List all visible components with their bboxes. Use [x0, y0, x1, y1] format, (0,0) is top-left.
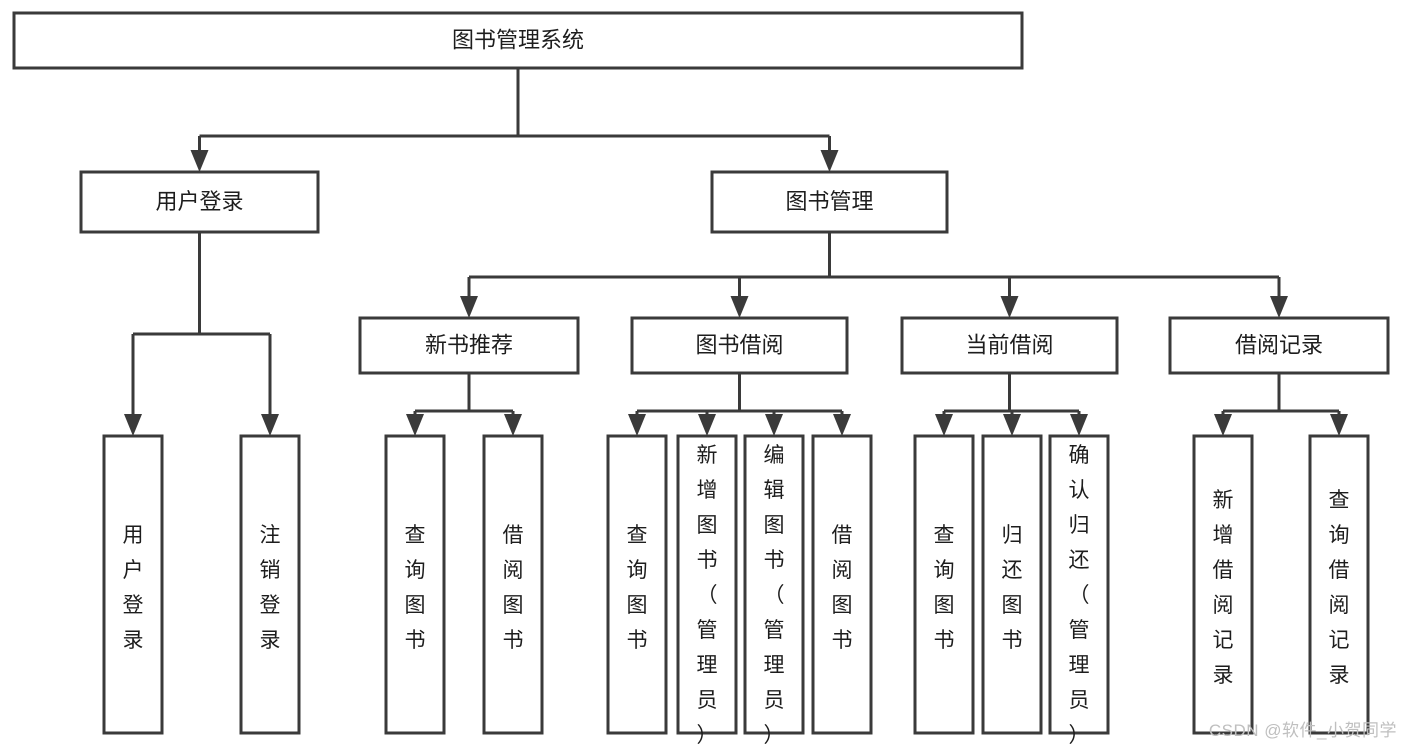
- node-label-user-login: 用户登录: [155, 189, 243, 214]
- node-leaf-edit-book[interactable]: 编辑图书（管理员）: [743, 434, 805, 747]
- node-leaf-borrow-book-rec[interactable]: 借阅图书: [482, 434, 544, 735]
- node-box-new-book-recommend: [358, 316, 580, 375]
- node-label-leaf-confirm-return: 确认归还（管理员）: [1069, 444, 1090, 747]
- node-label-leaf-query-book-borrow: 查询图书: [627, 524, 648, 652]
- node-label-root: 图书管理系统: [452, 27, 584, 52]
- node-box-leaf-borrow-book-rec: [482, 434, 544, 735]
- node-box-leaf-query-book-rec: [384, 434, 446, 735]
- node-leaf-query-book-borrow[interactable]: 查询图书: [606, 434, 668, 735]
- arrow-head-icon-leaf-query-book-rec: [406, 414, 424, 436]
- node-label-leaf-query-book-rec: 查询图书: [405, 524, 426, 652]
- node-boxes-group: 图书管理系统用户登录图书管理新书推荐图书借阅当前借阅借阅记录用户登录注销登录查询…: [12, 11, 1390, 747]
- node-label-leaf-add-book: 新增图书（管理员）: [697, 444, 718, 747]
- node-box-leaf-borrow-book: [811, 434, 873, 735]
- node-label-new-book-recommend: 新书推荐: [425, 332, 513, 357]
- node-label-borrow-record: 借阅记录: [1235, 332, 1323, 357]
- node-box-current-borrow: [900, 316, 1119, 375]
- node-label-leaf-logout: 注销登录: [260, 524, 281, 652]
- node-box-leaf-query-book-borrow: [606, 434, 668, 735]
- node-box-borrow-record: [1168, 316, 1390, 375]
- node-leaf-user-login[interactable]: 用户登录: [102, 434, 164, 735]
- node-box-leaf-return-book: [981, 434, 1043, 735]
- node-label-leaf-edit-book: 编辑图书（管理员）: [764, 444, 785, 747]
- arrow-head-icon-current-borrow: [1000, 296, 1019, 318]
- arrow-head-icon-book-borrow: [730, 296, 749, 318]
- arrow-head-icon-leaf-borrow-book-rec: [504, 414, 522, 436]
- arrow-head-icon-new-book-recommend: [460, 296, 478, 318]
- node-leaf-logout[interactable]: 注销登录: [239, 434, 301, 735]
- node-label-current-borrow: 当前借阅: [965, 332, 1053, 357]
- node-current-borrow[interactable]: 当前借阅: [900, 316, 1119, 375]
- node-box-book-manage: [710, 170, 949, 234]
- node-label-leaf-user-login: 用户登录: [123, 524, 144, 652]
- node-label-leaf-add-record: 新增借阅记录: [1213, 489, 1234, 687]
- arrow-head-icon-leaf-edit-book: [765, 414, 783, 436]
- node-box-root: [12, 11, 1024, 70]
- arrow-head-icon-leaf-add-book: [698, 414, 716, 436]
- node-new-book-recommend[interactable]: 新书推荐: [358, 316, 580, 375]
- node-label-book-manage: 图书管理: [785, 189, 873, 214]
- arrow-head-icon-leaf-return-book: [1003, 414, 1021, 436]
- arrow-head-icon-leaf-add-record: [1214, 414, 1232, 436]
- node-leaf-query-book-rec[interactable]: 查询图书: [384, 434, 446, 735]
- node-box-leaf-edit-book: [743, 434, 805, 735]
- arrow-head-icon-book-manage: [820, 150, 839, 172]
- node-label-leaf-query-record: 查询借阅记录: [1329, 489, 1350, 687]
- node-book-borrow[interactable]: 图书借阅: [630, 316, 849, 375]
- node-box-leaf-query-record: [1308, 434, 1370, 735]
- node-leaf-query-record[interactable]: 查询借阅记录: [1308, 434, 1370, 735]
- arrow-head-icon-leaf-user-login: [124, 414, 142, 436]
- node-label-leaf-borrow-book: 借阅图书: [832, 524, 853, 652]
- node-box-leaf-user-login: [102, 434, 164, 735]
- node-leaf-add-book[interactable]: 新增图书（管理员）: [676, 434, 738, 747]
- arrow-head-icon-leaf-query-book-current: [935, 414, 953, 436]
- node-box-user-login: [79, 170, 320, 234]
- arrow-head-icon-leaf-confirm-return: [1070, 414, 1088, 436]
- node-box-leaf-add-record: [1192, 434, 1254, 735]
- node-label-book-borrow: 图书借阅: [695, 332, 783, 357]
- node-user-login[interactable]: 用户登录: [79, 170, 320, 234]
- node-leaf-borrow-book[interactable]: 借阅图书: [811, 434, 873, 735]
- node-box-leaf-add-book: [676, 434, 738, 735]
- node-leaf-confirm-return[interactable]: 确认归还（管理员）: [1048, 434, 1110, 747]
- node-root[interactable]: 图书管理系统: [12, 11, 1024, 70]
- arrow-head-icon-leaf-query-book-borrow: [628, 414, 646, 436]
- node-label-leaf-return-book: 归还图书: [1002, 524, 1023, 652]
- arrow-head-icon-leaf-query-record: [1330, 414, 1348, 436]
- node-box-leaf-query-book-current: [913, 434, 975, 735]
- arrow-head-icon-leaf-borrow-book: [833, 414, 851, 436]
- arrow-head-icon-borrow-record: [1270, 296, 1288, 318]
- node-leaf-return-book[interactable]: 归还图书: [981, 434, 1043, 735]
- node-leaf-add-record[interactable]: 新增借阅记录: [1192, 434, 1254, 735]
- csdn-watermark: CSDN @软件_小贺同学: [1208, 721, 1397, 740]
- node-label-leaf-borrow-book-rec: 借阅图书: [503, 524, 524, 652]
- node-box-book-borrow: [630, 316, 849, 375]
- arrow-head-icon-user-login: [190, 150, 209, 172]
- arrow-head-icon-leaf-logout: [261, 414, 279, 436]
- node-label-leaf-query-book-current: 查询图书: [934, 524, 955, 652]
- connector-lines-group: [124, 68, 1348, 436]
- node-borrow-record[interactable]: 借阅记录: [1168, 316, 1390, 375]
- node-book-manage[interactable]: 图书管理: [710, 170, 949, 234]
- node-box-leaf-logout: [239, 434, 301, 735]
- node-leaf-query-book-current[interactable]: 查询图书: [913, 434, 975, 735]
- node-box-leaf-confirm-return: [1048, 434, 1110, 735]
